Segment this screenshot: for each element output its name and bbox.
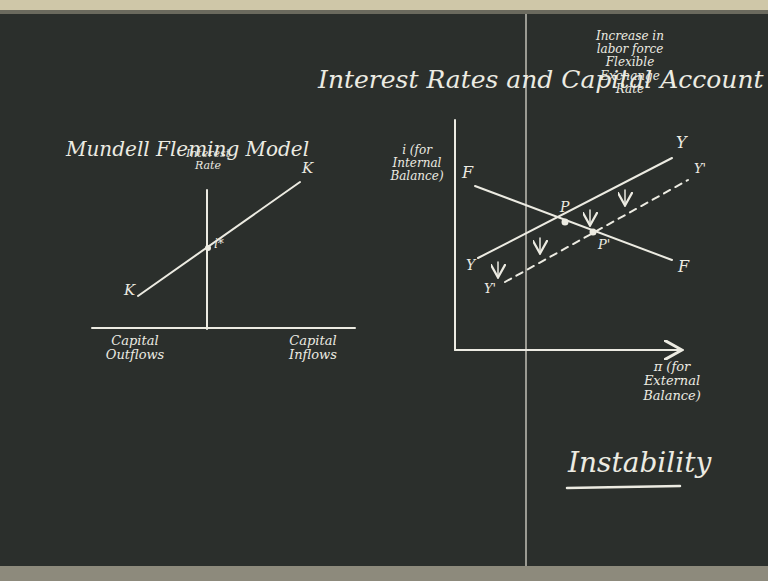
axis-label: i (for Internal Balance): [384, 144, 450, 184]
underline: [567, 486, 680, 488]
board-frame: [0, 10, 768, 14]
curve-label: Y': [484, 282, 496, 296]
y-prime-line: [505, 180, 688, 282]
curve-label: Y: [676, 134, 687, 152]
f-line: [475, 186, 672, 260]
point-p-prime: [591, 230, 596, 235]
heading: Instability: [568, 448, 711, 479]
axis-label: Interest Rate: [182, 148, 234, 172]
k-line: [138, 182, 300, 296]
curve-label: Y: [466, 258, 475, 273]
axis-label: π (for External Balance): [632, 360, 712, 403]
left-horizontal-axis: [92, 327, 355, 329]
curve-label: Y': [694, 162, 706, 176]
axis-label: Capital Outflows: [100, 334, 170, 363]
left-vertical-axis: [206, 190, 208, 329]
axis-label: Capital Inflows: [280, 334, 346, 363]
board-title: Interest Rates and Capital Account: [318, 66, 764, 94]
point-p: [563, 220, 568, 225]
equilibrium-dot: [206, 246, 210, 250]
curve-label: K: [124, 282, 135, 299]
chalk-tray: [0, 566, 768, 581]
curve-label: F: [462, 164, 473, 182]
shift-arrows: [498, 190, 625, 276]
point-label: P: [560, 200, 569, 215]
curve-label: F: [678, 258, 689, 276]
annotation: Increase in labor force Flexible Exchang…: [588, 30, 672, 96]
board-seam: [525, 14, 527, 566]
right-horizontal-axis: [455, 349, 680, 351]
wall-strip: [0, 0, 768, 10]
right-vertical-axis: [454, 120, 456, 350]
rate-label: i*: [214, 238, 224, 251]
curve-label: K: [302, 160, 313, 177]
point-label: P': [598, 238, 610, 252]
